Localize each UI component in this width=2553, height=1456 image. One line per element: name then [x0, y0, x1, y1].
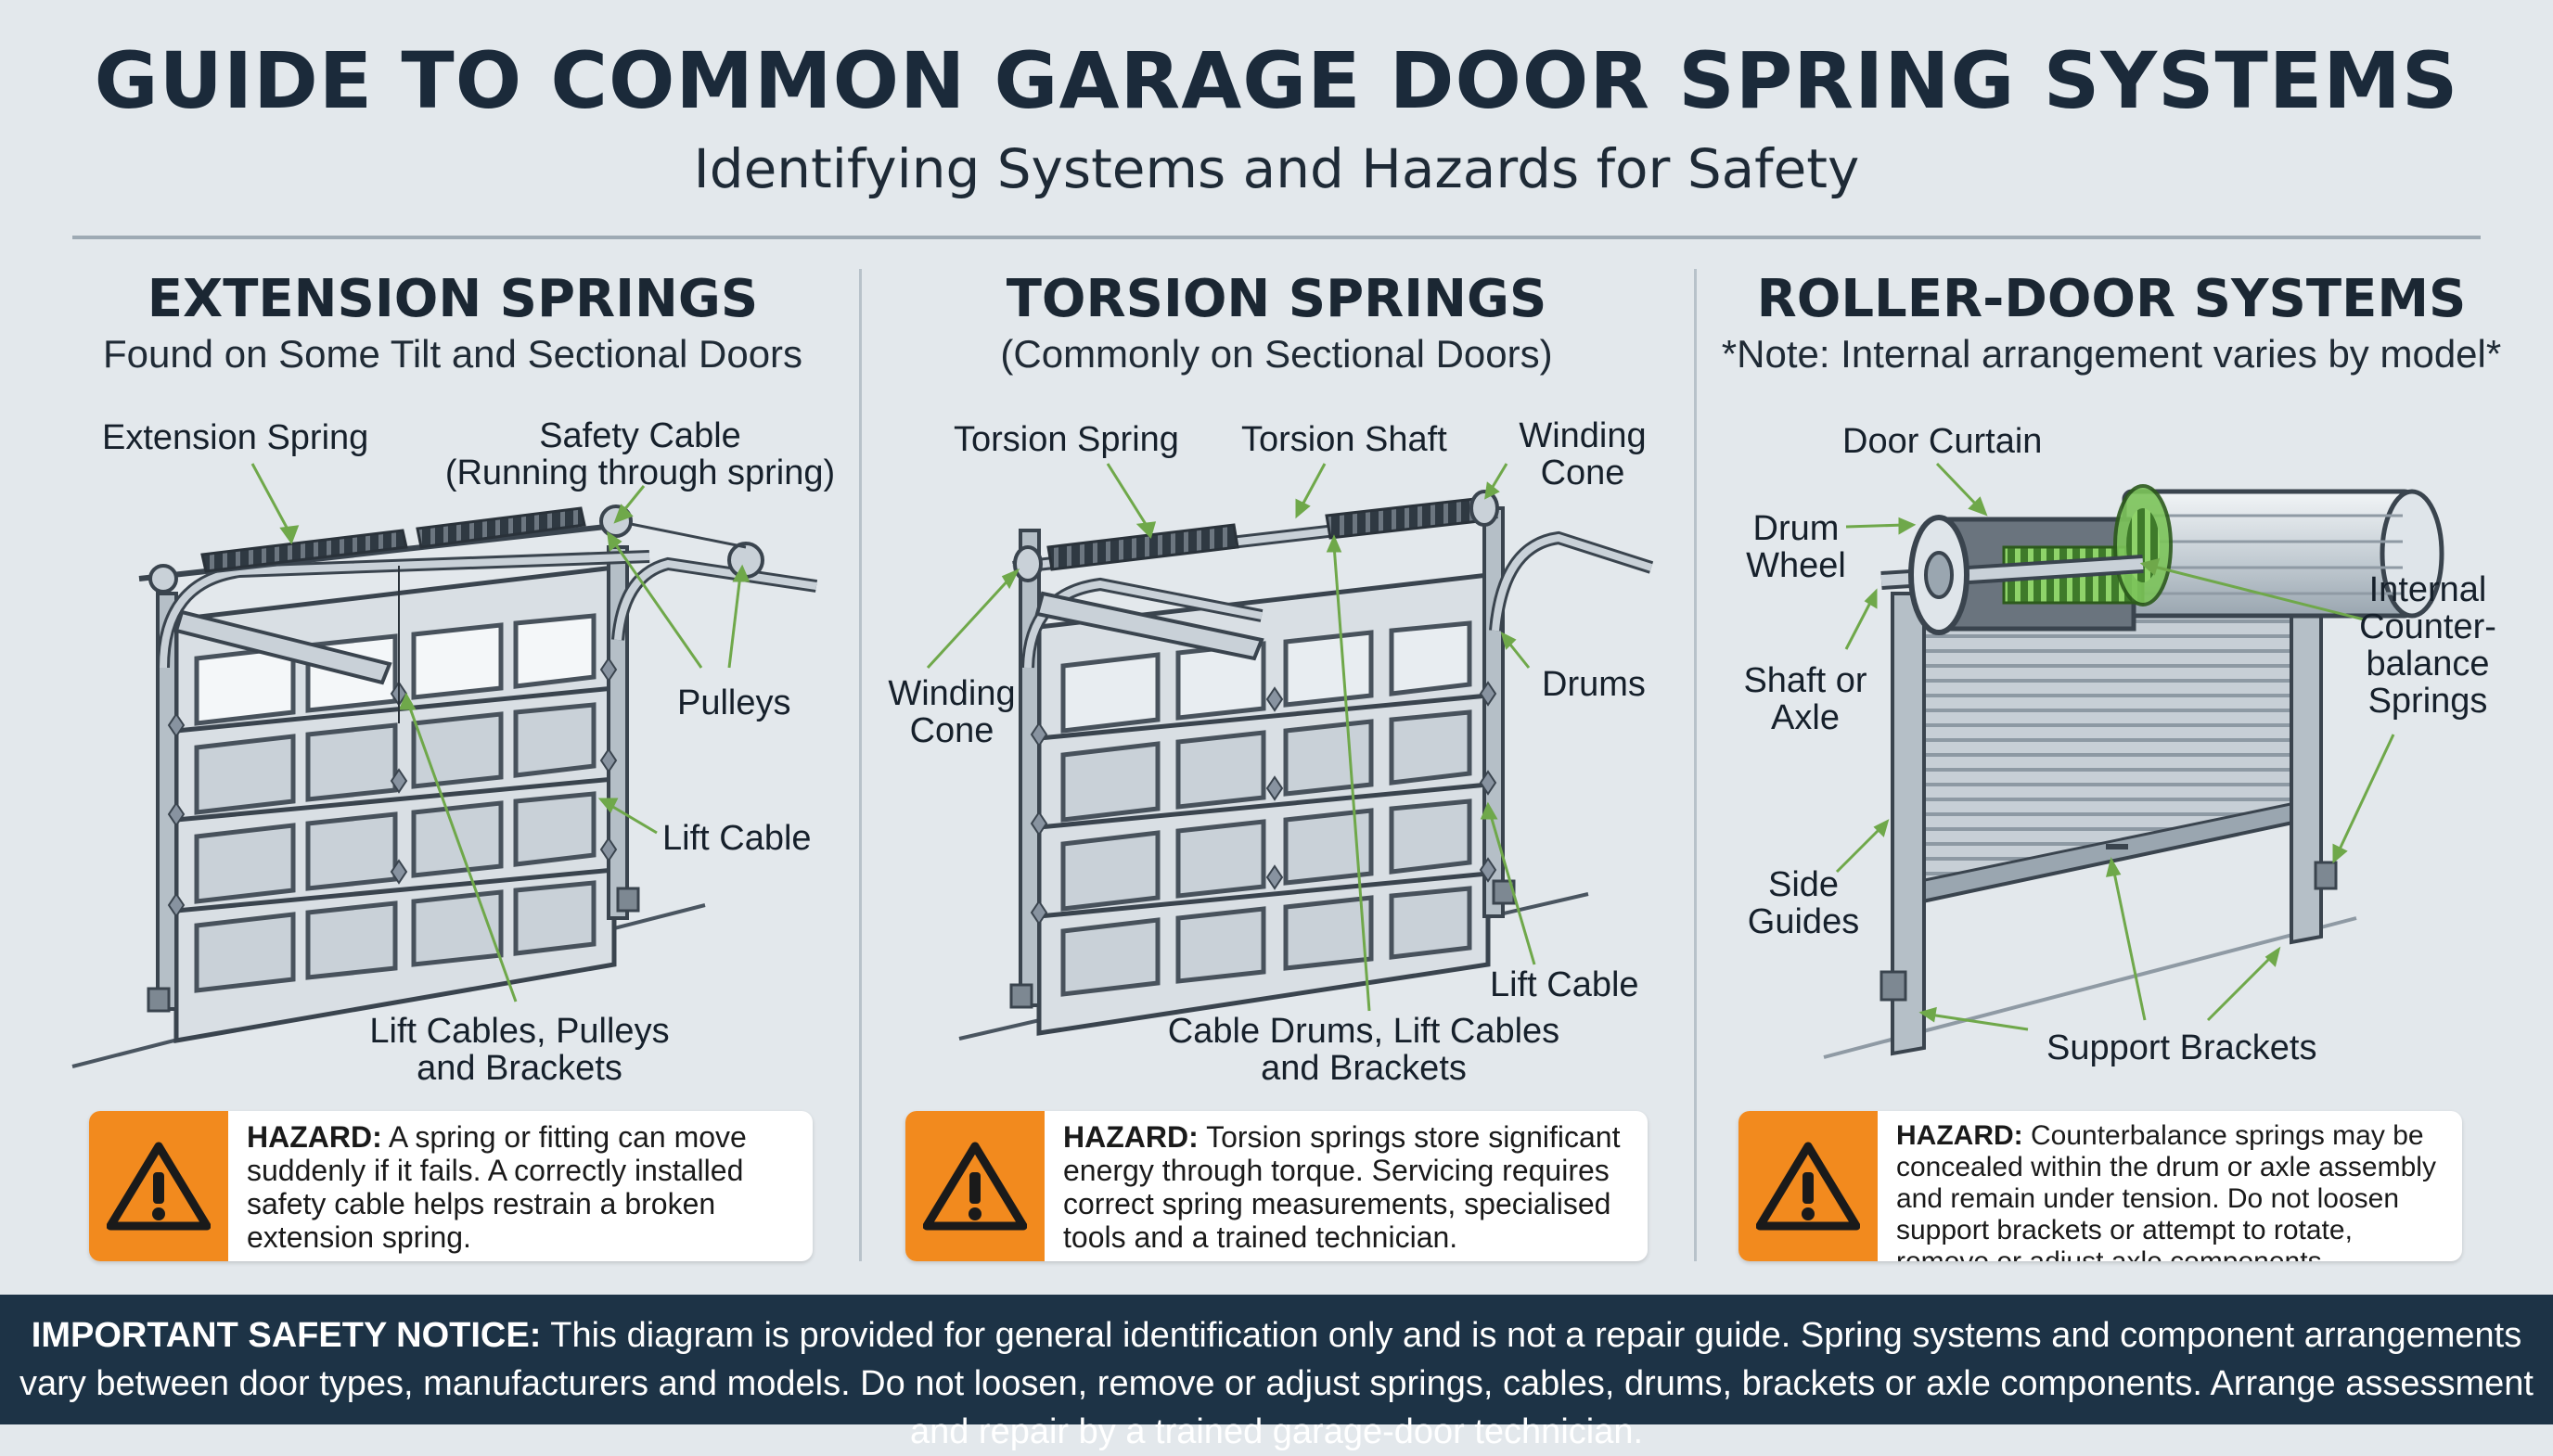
- header-divider: [72, 236, 2481, 239]
- torsion-subtitle: (Commonly on Sectional Doors): [1000, 332, 1553, 376]
- column-divider-2: [1694, 269, 1697, 1261]
- safety-notice-footer: IMPORTANT SAFETY NOTICE: This diagram is…: [0, 1295, 2553, 1451]
- roller-hazard-box: HAZARD: Counterbalance springs may be co…: [1738, 1111, 2462, 1261]
- torsion-hazard-text: HAZARD: Torsion springs store significan…: [1063, 1120, 1636, 1254]
- label-extension-assembly-1: Lift Cables, Pulleys: [369, 1012, 670, 1051]
- hazard-label: HAZARD:: [1063, 1120, 1199, 1154]
- label-shaft-axle-2: Axle: [1771, 698, 1840, 737]
- label-drum-wheel-1: Drum: [1752, 509, 1840, 548]
- label-winding-cone-top-1: Winding: [1519, 416, 1647, 455]
- label-safety-cable: Safety Cable: [539, 416, 741, 455]
- extension-hazard-text: HAZARD: A spring or fitting can move sud…: [247, 1120, 802, 1254]
- extension-door-illustration: [71, 504, 818, 1068]
- illustrations: [71, 462, 2444, 1068]
- roller-hazard-text: HAZARD: Counterbalance springs may be co…: [1896, 1120, 2451, 1261]
- safety-notice-label: IMPORTANT SAFETY NOTICE:: [31, 1316, 542, 1355]
- hazard-body: Torsion springs store significant energy…: [1063, 1120, 1621, 1254]
- extension-subtitle: Found on Some Tilt and Sectional Doors: [102, 332, 803, 376]
- label-side-guides-2: Guides: [1747, 902, 1860, 941]
- page-subtitle: Identifying Systems and Hazards for Safe…: [693, 137, 1860, 200]
- roller-title: ROLLER-DOOR SYSTEMS: [1756, 269, 2467, 329]
- label-extension-spring: Extension Spring: [102, 418, 369, 457]
- extension-title: EXTENSION SPRINGS: [147, 269, 759, 329]
- label-drums: Drums: [1542, 665, 1646, 704]
- label-side-guides-1: Side: [1767, 865, 1840, 904]
- torsion-title: TORSION SPRINGS: [1006, 269, 1547, 329]
- extension-leader-lines: [250, 463, 751, 1003]
- label-internal-springs-4: Springs: [2367, 682, 2488, 721]
- warning-triangle-icon: [89, 1111, 228, 1261]
- page-title: GUIDE TO COMMON GARAGE DOOR SPRING SYSTE…: [94, 35, 2459, 126]
- label-shaft-axle-1: Shaft or: [1743, 661, 1867, 700]
- label-extension-assembly-2: and Brackets: [417, 1049, 622, 1088]
- roller-leader-lines: [1835, 462, 2395, 1031]
- label-torsion-assembly-1: Cable Drums, Lift Cables: [1167, 1012, 1560, 1051]
- label-winding-cone-left-2: Cone: [909, 711, 994, 750]
- label-lift-cable: Lift Cable: [662, 819, 812, 858]
- hazard-body: A spring or fitting can move suddenly if…: [247, 1120, 747, 1254]
- label-drum-wheel-2: Wheel: [1746, 546, 1846, 585]
- column-divider-1: [859, 269, 862, 1261]
- label-safety-cable-note: (Running through spring): [444, 453, 836, 492]
- label-torsion-assembly-2: and Brackets: [1261, 1049, 1467, 1088]
- label-pulleys: Pulleys: [677, 683, 791, 722]
- label-winding-cone-top-2: Cone: [1540, 453, 1625, 492]
- extension-hazard-box: HAZARD: A spring or fitting can move sud…: [89, 1111, 813, 1261]
- hazard-label: HAZARD:: [247, 1120, 382, 1154]
- torsion-hazard-box: HAZARD: Torsion springs store significan…: [905, 1111, 1648, 1261]
- label-internal-springs-2: Counter-: [2359, 607, 2496, 646]
- label-torsion-lift-cable: Lift Cable: [1490, 965, 1639, 1004]
- label-internal-springs-3: balance: [2366, 645, 2490, 683]
- hazard-label: HAZARD:: [1896, 1120, 2023, 1151]
- torsion-door-illustration: [958, 490, 1654, 1041]
- label-winding-cone-left-1: Winding: [888, 674, 1016, 713]
- warning-triangle-icon: [1738, 1111, 1878, 1261]
- hazard-body: Counterbalance springs may be concealed …: [1896, 1120, 2436, 1261]
- roller-door-illustration: [1823, 484, 2444, 1059]
- label-internal-springs-1: Internal: [2368, 570, 2487, 609]
- warning-triangle-icon: [905, 1111, 1045, 1261]
- label-torsion-shaft: Torsion Shaft: [1241, 420, 1447, 459]
- label-torsion-spring: Torsion Spring: [954, 420, 1179, 459]
- label-support-brackets: Support Brackets: [2046, 1028, 2317, 1067]
- torsion-leader-lines: [926, 463, 1536, 1012]
- roller-subtitle: *Note: Internal arrangement varies by mo…: [1721, 332, 2502, 376]
- label-door-curtain: Door Curtain: [1842, 422, 2043, 461]
